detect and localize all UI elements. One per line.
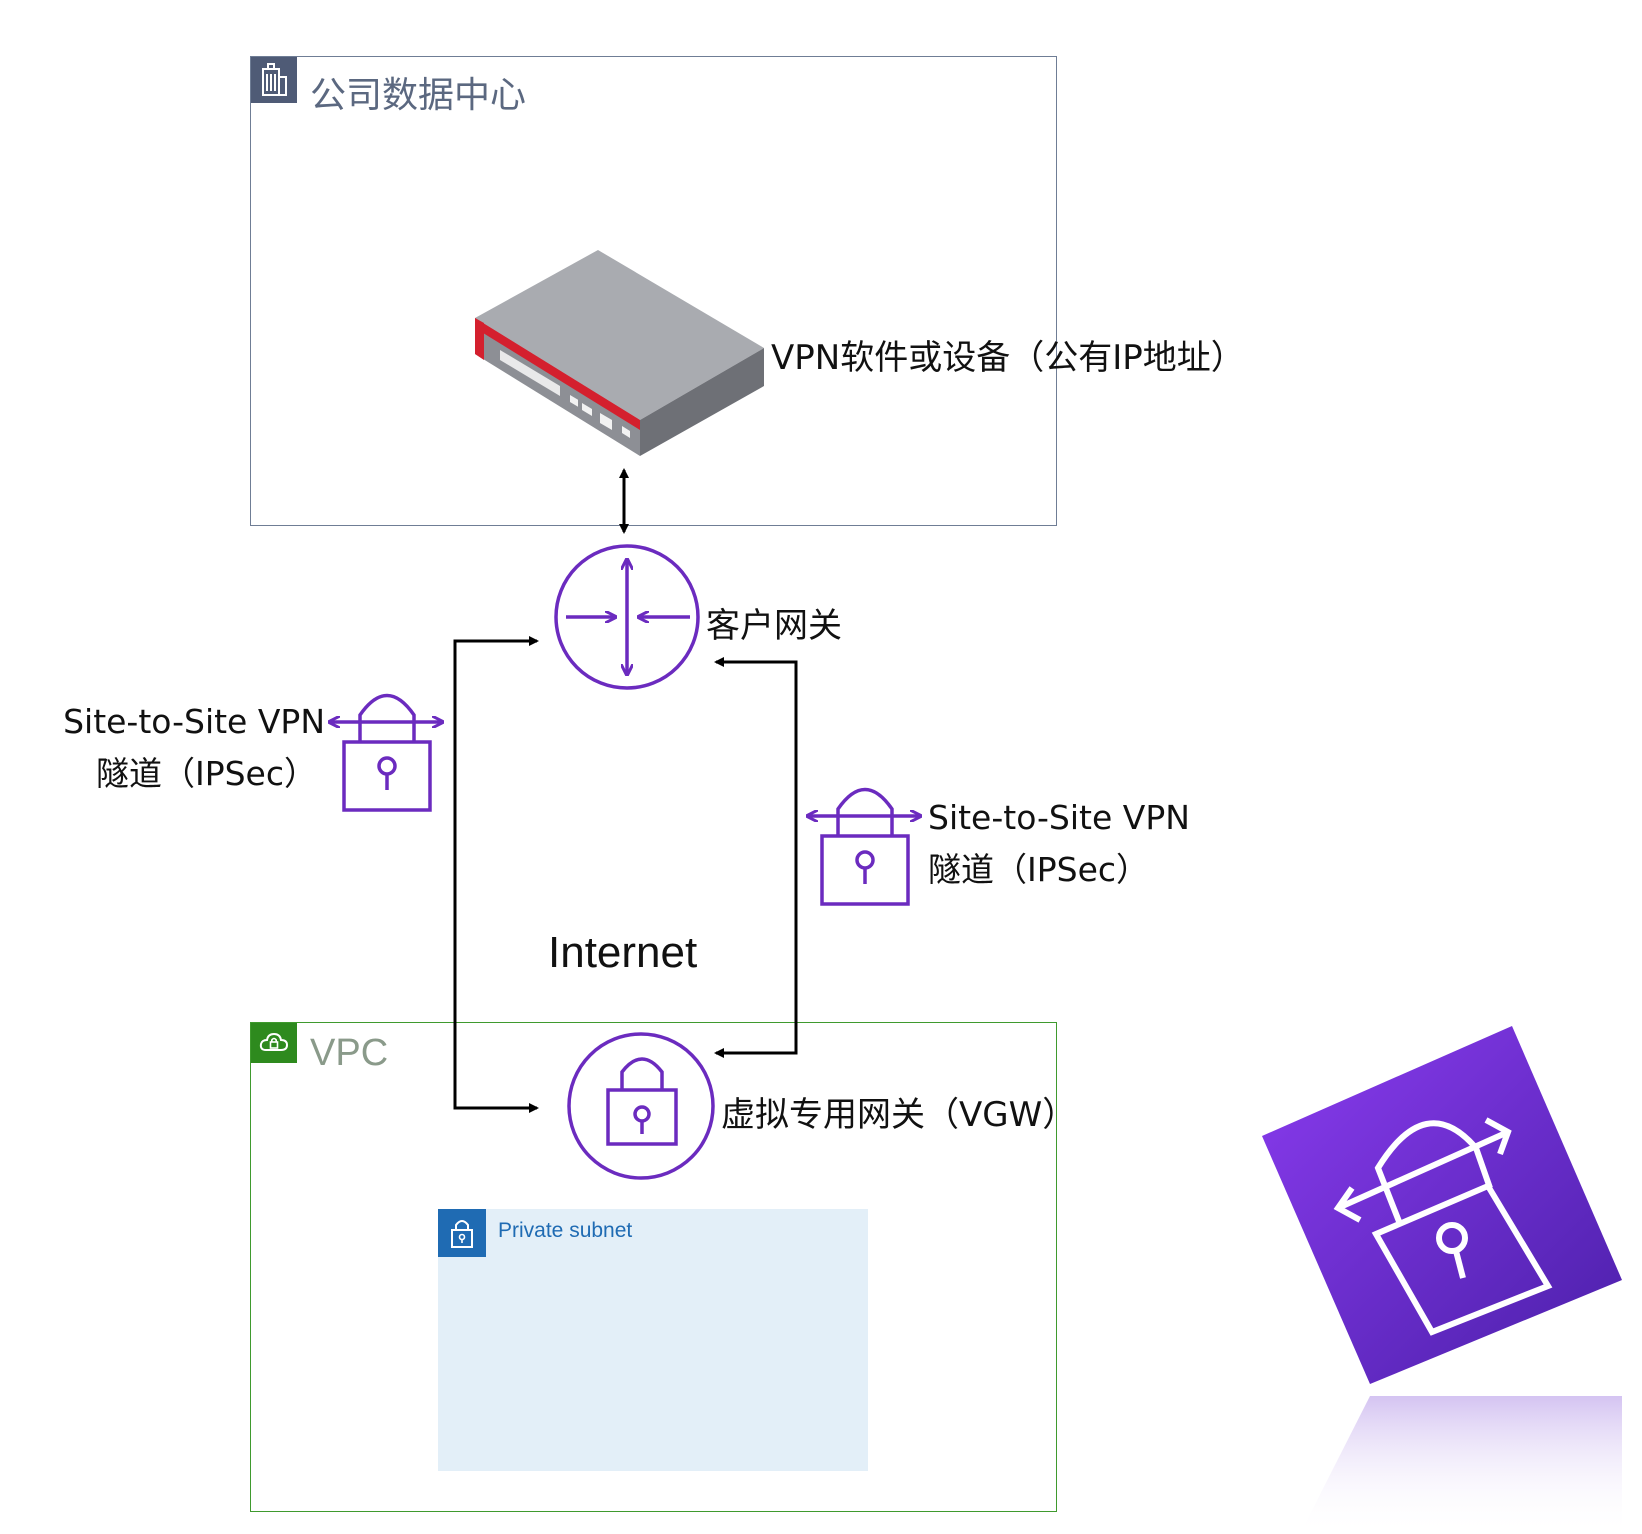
vpn-device-label: VPN软件或设备（公有IP地址）	[771, 338, 1245, 378]
vpn-appliance-icon	[475, 250, 764, 456]
customer-gateway-label: 客户网关	[706, 606, 842, 646]
tunnel-right-label: Site-to-Site VPN 隧道（IPSec）	[928, 792, 1190, 896]
router-icon	[554, 544, 700, 690]
vpn-tunnel-lock-icon-right	[808, 787, 920, 906]
vpn-tunnel-lock-icon-left	[330, 693, 442, 812]
tunnel-left-label: Site-to-Site VPN 隧道（IPSec）	[20, 696, 325, 800]
private-subnet-label: Private subnet	[498, 1219, 633, 1242]
datacenter-label: 公司数据中心	[310, 75, 527, 116]
private-subnet-group	[438, 1209, 868, 1471]
building-icon	[251, 57, 297, 103]
tunnel-right-path	[714, 657, 798, 1058]
vgw-label: 虚拟专用网关（VGW）	[721, 1095, 1077, 1135]
lock-icon	[567, 1032, 715, 1180]
vpc-group	[250, 1022, 1057, 1512]
tunnel-right-line1: Site-to-Site VPN	[928, 798, 1190, 837]
internet-label: Internet	[548, 928, 698, 977]
tunnel-left-line2: 隧道（IPSec）	[95, 754, 317, 793]
tunnel-right-line2: 隧道（IPSec）	[928, 850, 1150, 889]
vpc-label: VPC	[310, 1032, 389, 1074]
corporate-datacenter-group	[250, 56, 1057, 526]
cloud-lock-icon	[251, 1023, 297, 1063]
padlock-icon	[438, 1209, 486, 1257]
tunnel-left-path	[453, 636, 539, 1113]
tunnel-left-line1: Site-to-Site VPN	[63, 702, 325, 741]
aws-site-to-site-vpn-logo	[1262, 1026, 1622, 1534]
